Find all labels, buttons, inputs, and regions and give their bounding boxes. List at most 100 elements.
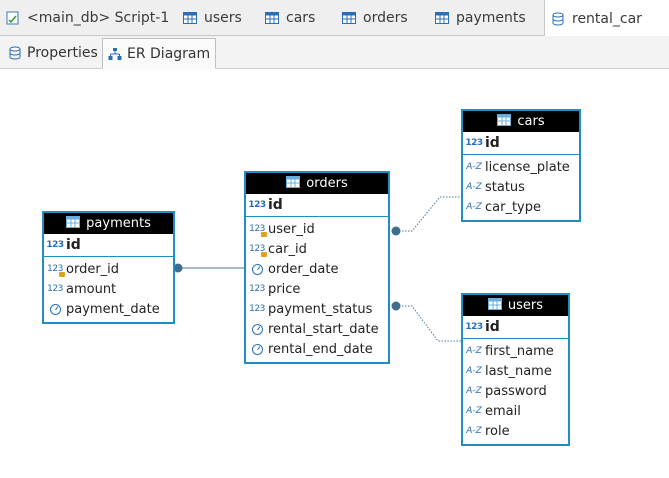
text-key-column-icon: A-Z: [466, 406, 482, 416]
database-icon: [551, 12, 565, 26]
column-row[interactable]: 123 price: [246, 279, 388, 299]
column-name: payment_status: [268, 301, 373, 317]
column-row[interactable]: A-Z license_plate: [463, 157, 579, 177]
column-row[interactable]: 123 car_id: [246, 239, 388, 259]
subtab-label: Properties: [27, 45, 98, 61]
column-name: car_id: [268, 241, 307, 257]
column-row[interactable]: rental_start_date: [246, 319, 388, 339]
column-name: amount: [66, 281, 117, 297]
sql-script-icon: [6, 11, 20, 25]
entity-users[interactable]: users 123 id A-Z first_name A-Z last_nam…: [461, 293, 570, 446]
numeric-column-icon: 123: [46, 240, 64, 250]
tab-script-1[interactable]: <main_db> Script-1: [6, 0, 169, 36]
column-row[interactable]: rental_end_date: [246, 339, 388, 359]
tab-label: <main_db> Script-1: [27, 10, 170, 26]
database-icon: [8, 46, 22, 60]
column-name: id: [268, 197, 283, 213]
subtab-label: ER Diagram: [127, 45, 211, 62]
numeric-column-icon: 123: [248, 200, 266, 210]
table-icon: [66, 215, 81, 232]
column-name: payment_date: [66, 301, 160, 317]
text-key-column-icon: A-Z: [466, 162, 482, 172]
tab-label: payments: [456, 10, 526, 26]
datetime-column-icon: [249, 341, 265, 357]
column-name: car_type: [485, 199, 541, 215]
text-column-icon: A-Z: [466, 426, 482, 436]
table-icon: [342, 11, 356, 25]
tab-rental-car[interactable]: rental_car: [544, 0, 669, 37]
entity-orders[interactable]: orders 123 id 123 user_id 123 car_id ord…: [244, 171, 390, 364]
text-column-icon: A-Z: [466, 346, 482, 356]
tab-orders[interactable]: orders: [342, 0, 408, 36]
column-name: user_id: [268, 221, 315, 237]
foreign-key-numeric-icon: 123: [249, 221, 267, 237]
numeric-column-icon: 123: [465, 322, 483, 332]
entity-cars[interactable]: cars 123 id A-Z license_plate A-Z status…: [461, 109, 581, 222]
column-name: last_name: [485, 363, 552, 379]
column-name: rental_start_date: [268, 321, 379, 337]
entity-header[interactable]: users: [463, 295, 568, 316]
numeric-column-icon: 123: [249, 284, 265, 294]
column-name: role: [485, 423, 510, 439]
table-icon: [286, 175, 301, 192]
column-name: first_name: [485, 343, 554, 359]
entity-header[interactable]: orders: [246, 173, 388, 194]
column-row[interactable]: 123 user_id: [246, 219, 388, 239]
entity-payments[interactable]: payments 123 id 123 order_id 123 amount …: [42, 211, 175, 324]
text-column-icon: A-Z: [466, 366, 482, 376]
subtab-er-diagram[interactable]: ER Diagram: [102, 38, 217, 69]
tab-payments[interactable]: payments: [435, 0, 526, 36]
tab-label: rental_car: [572, 10, 642, 27]
text-column-icon: A-Z: [466, 202, 482, 212]
column-name: rental_end_date: [268, 341, 373, 357]
numeric-column-icon: 123: [47, 284, 63, 294]
foreign-key-numeric-icon: 123: [249, 241, 267, 257]
entity-header[interactable]: cars: [463, 111, 579, 132]
table-icon: [487, 297, 502, 314]
column-row[interactable]: A-Z car_type: [463, 197, 579, 217]
column-name: id: [66, 237, 81, 253]
entity-header[interactable]: payments: [44, 213, 173, 234]
primary-key-row[interactable]: 123 id: [246, 194, 388, 217]
entity-title: cars: [517, 114, 545, 129]
column-row[interactable]: A-Z role: [463, 421, 568, 441]
column-name: order_date: [268, 261, 339, 277]
column-name: status: [485, 179, 525, 195]
column-row[interactable]: A-Z last_name: [463, 361, 568, 381]
datetime-column-icon: [249, 321, 265, 337]
column-name: order_id: [66, 261, 120, 277]
column-row[interactable]: A-Z status: [463, 177, 579, 197]
subtab-properties[interactable]: Properties: [3, 38, 103, 68]
column-row[interactable]: A-Z first_name: [463, 341, 568, 361]
column-name: price: [268, 281, 301, 297]
datetime-column-icon: [249, 261, 265, 277]
entity-title: payments: [86, 216, 151, 231]
primary-key-row[interactable]: 123 id: [44, 234, 173, 257]
table-icon: [265, 11, 279, 25]
text-column-icon: A-Z: [466, 386, 482, 396]
numeric-column-icon: 123: [249, 304, 265, 314]
column-row[interactable]: 123 payment_status: [246, 299, 388, 319]
column-row[interactable]: A-Z email: [463, 401, 568, 421]
entity-title: orders: [306, 176, 348, 191]
table-icon: [497, 113, 512, 130]
datetime-column-icon: [47, 301, 63, 317]
tab-label: cars: [286, 10, 316, 26]
editor-tab-bar: <main_db> Script-1 users cars orders pay…: [0, 0, 669, 37]
column-row[interactable]: 123 amount: [44, 279, 173, 299]
column-name: password: [485, 383, 547, 399]
column-row[interactable]: order_date: [246, 259, 388, 279]
er-diagram-icon: [108, 47, 122, 61]
column-name: id: [485, 319, 500, 335]
column-row[interactable]: A-Z password: [463, 381, 568, 401]
tab-cars[interactable]: cars: [265, 0, 315, 36]
column-row[interactable]: 123 order_id: [44, 259, 173, 279]
text-column-icon: A-Z: [466, 182, 482, 192]
column-name: id: [485, 135, 500, 151]
tab-users[interactable]: users: [183, 0, 242, 36]
column-name: email: [485, 403, 521, 419]
column-name: license_plate: [485, 159, 570, 175]
primary-key-row[interactable]: 123 id: [463, 316, 568, 339]
column-row[interactable]: payment_date: [44, 299, 173, 319]
primary-key-row[interactable]: 123 id: [463, 132, 579, 155]
